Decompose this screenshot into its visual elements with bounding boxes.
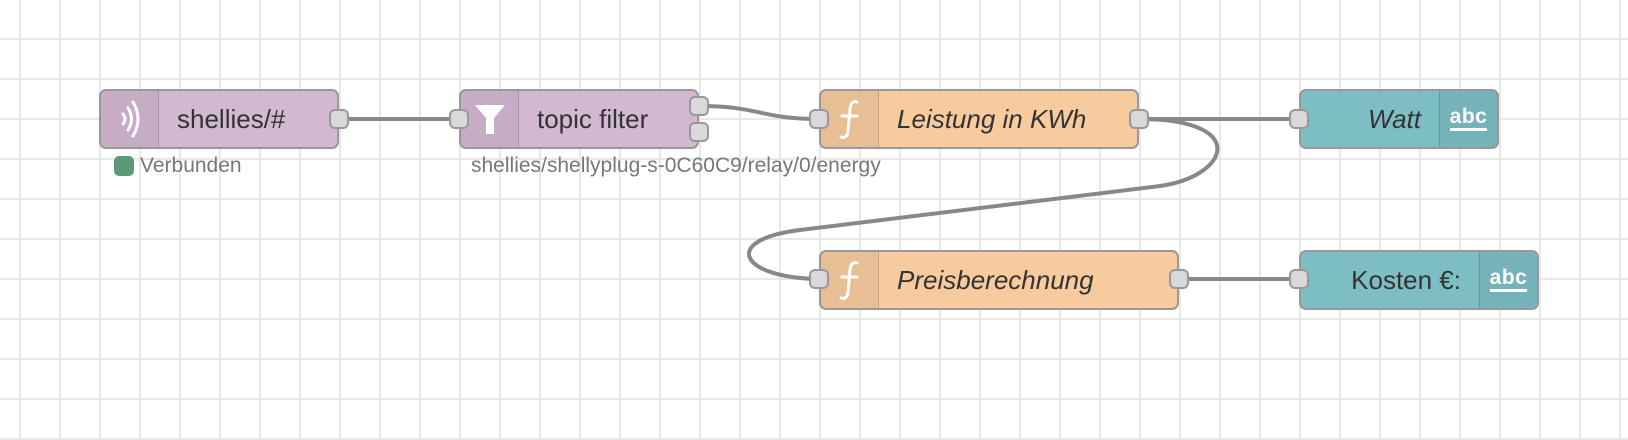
- abc-text-icon: abc: [1479, 252, 1537, 308]
- wifi-signal-icon: [101, 91, 159, 147]
- abc-text-icon: abc: [1439, 91, 1497, 147]
- output-port[interactable]: [1169, 269, 1189, 289]
- output-port[interactable]: [329, 109, 349, 129]
- node-label: Preisberechnung: [897, 264, 1094, 295]
- node-label: Watt: [1368, 103, 1421, 134]
- output-port-1[interactable]: [689, 96, 709, 116]
- node-topic-filter[interactable]: topic filter: [459, 89, 699, 149]
- input-port[interactable]: [809, 109, 829, 129]
- node-label: shellies/#: [177, 103, 286, 134]
- output-port-2[interactable]: [689, 122, 709, 142]
- node-mqtt-in[interactable]: shellies/#: [99, 89, 339, 149]
- output-port[interactable]: [1129, 109, 1149, 129]
- wire-filter-to-leistung[interactable]: [697, 104, 821, 121]
- wire-leistung-to-preis[interactable]: [747, 117, 1220, 281]
- node-leistung-function[interactable]: Leistung in KWh: [819, 89, 1139, 149]
- input-port[interactable]: [1289, 269, 1309, 289]
- funnel-icon: [461, 91, 519, 147]
- node-kosten-text[interactable]: Kosten €: abc: [1299, 250, 1539, 310]
- function-icon: [821, 252, 879, 308]
- input-port[interactable]: [449, 109, 469, 129]
- node-label: Leistung in KWh: [897, 103, 1087, 134]
- node-label: Kosten €:: [1351, 264, 1461, 295]
- status-text: Verbunden: [140, 154, 242, 177]
- node-status: Verbunden: [114, 154, 242, 178]
- node-watt-text[interactable]: Watt abc: [1299, 89, 1499, 149]
- node-label: topic filter: [537, 103, 649, 134]
- input-port[interactable]: [1289, 109, 1309, 129]
- status-dot-icon: [114, 156, 134, 176]
- function-icon: [821, 91, 879, 147]
- input-port[interactable]: [809, 269, 829, 289]
- node-preisberechnung-function[interactable]: Preisberechnung: [819, 250, 1179, 310]
- node-sublabel: shellies/shellyplug-s-0C60C9/relay/0/ene…: [471, 154, 881, 177]
